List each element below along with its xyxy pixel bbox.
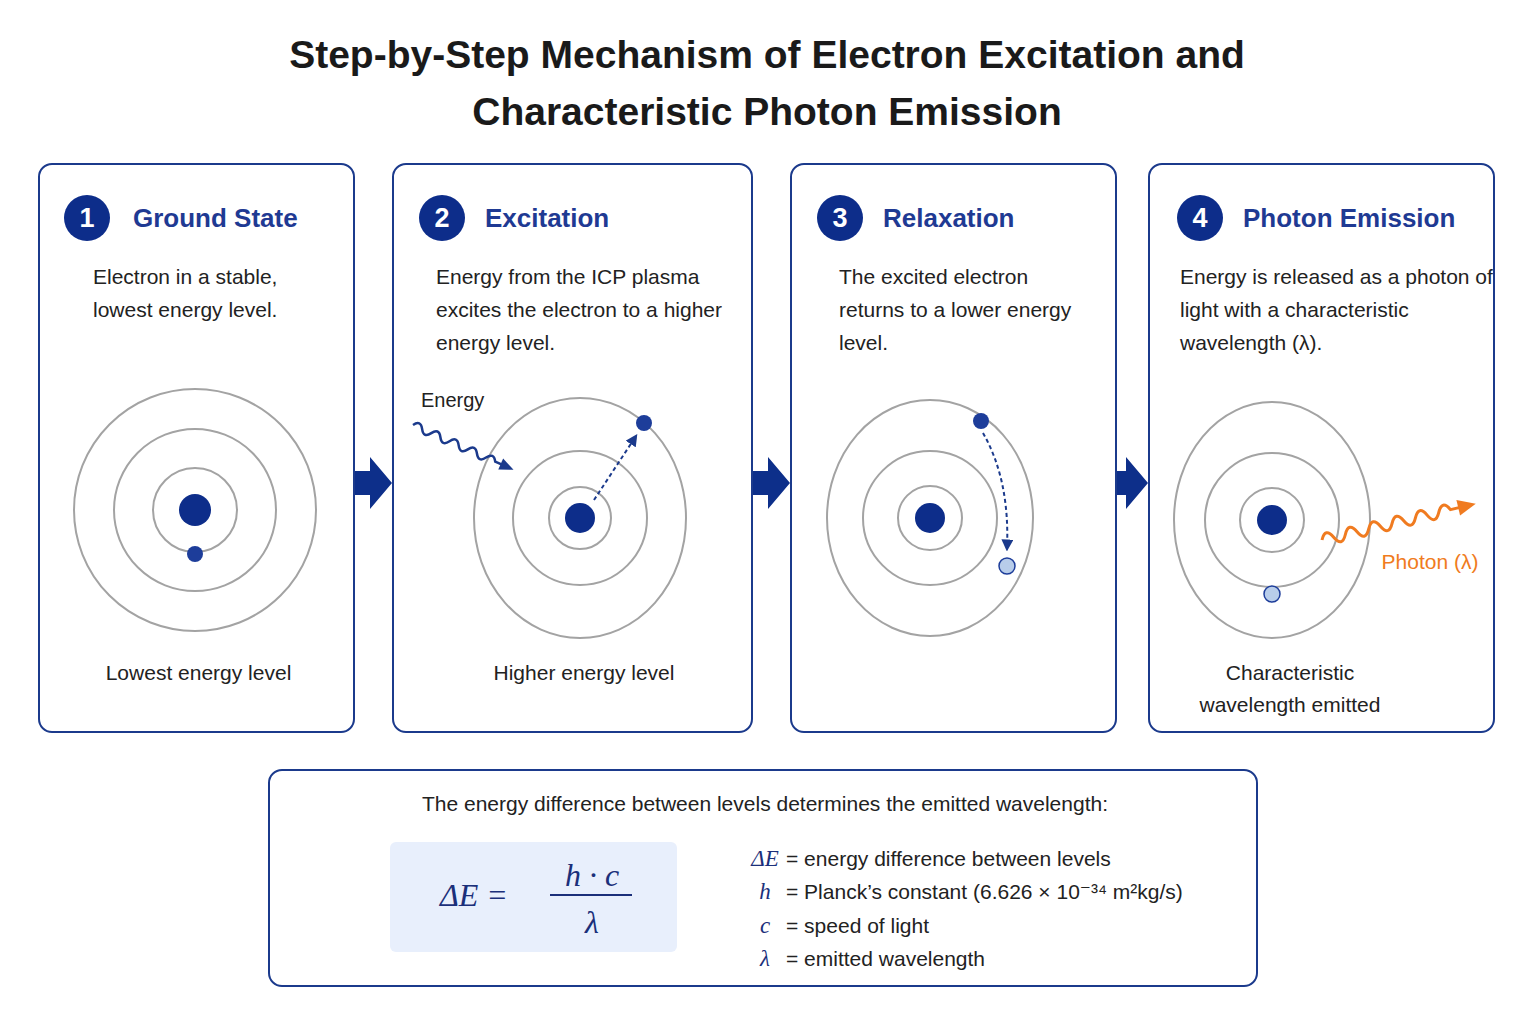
step-heading: Excitation — [485, 200, 735, 236]
step-description: The excited electron returns to a lower … — [839, 260, 1074, 359]
symbol: c — [746, 911, 784, 941]
symbol: λ — [746, 944, 784, 974]
symbol-definition: = emitted wavelength — [786, 944, 1256, 974]
symbol: ΔE — [746, 844, 784, 874]
step-heading: Photon Emission — [1243, 200, 1493, 236]
symbol: h — [746, 877, 784, 907]
excitation-jump — [594, 436, 636, 500]
electron — [636, 415, 652, 431]
formula-lhs: ΔE = — [440, 877, 550, 913]
nucleus — [565, 503, 595, 533]
arrow-head — [1456, 496, 1477, 516]
step-number: 4 — [1177, 195, 1223, 241]
atom-emission — [1174, 402, 1478, 638]
step-number: 1 — [64, 195, 110, 241]
photon-wave — [1320, 496, 1477, 548]
orbit — [114, 429, 276, 591]
orbit — [474, 398, 686, 638]
badge-circle — [1177, 195, 1223, 241]
orbit — [153, 468, 237, 552]
orbit — [898, 486, 962, 550]
symbol-definition: = energy difference between levels — [786, 844, 1256, 874]
step-panel: Ground StateElectron in a stable, lowest… — [38, 163, 355, 733]
formula-box: ΔE =h · c λ — [390, 842, 677, 952]
level-caption: Higher energy level — [484, 659, 684, 687]
step-number-badge: 4 — [1177, 195, 1223, 241]
atom-ground — [74, 389, 316, 631]
arrow-head — [498, 459, 516, 476]
step-number: 3 — [817, 195, 863, 241]
atom-relaxation — [827, 400, 1033, 636]
step-description: Energy from the ICP plasma excites the e… — [436, 260, 728, 359]
emission-caption: Characteristic wavelength emitted — [1180, 657, 1400, 721]
flow-arrow — [355, 457, 392, 509]
orbit — [1174, 402, 1370, 638]
nucleus — [179, 494, 211, 526]
step-number-badge: 2 — [419, 195, 465, 241]
orbit — [1240, 488, 1304, 552]
fraction-bar — [550, 894, 632, 896]
electron — [187, 546, 203, 562]
symbol-definition: = speed of light — [786, 911, 1256, 941]
electron — [973, 413, 989, 429]
orbit — [74, 389, 316, 631]
orbit — [1205, 453, 1339, 587]
relaxation-drop — [983, 433, 1007, 549]
step-panel: ExcitationEnergy from the ICP plasma exc… — [392, 163, 753, 733]
orbit — [863, 451, 997, 585]
badge-circle — [419, 195, 465, 241]
orbit — [549, 487, 611, 549]
wave-line — [1321, 501, 1465, 546]
photon-label: Photon (λ) — [1380, 545, 1480, 578]
step-panel: RelaxationThe excited electron returns t… — [790, 163, 1117, 733]
step-number-badge: 3 — [817, 195, 863, 241]
step-heading: Ground State — [133, 200, 383, 236]
wave-line — [411, 421, 506, 469]
energy-label: Energy — [421, 386, 521, 414]
electron-relaxed — [999, 558, 1015, 574]
step-panel: Photon EmissionEnergy is released as a p… — [1148, 163, 1495, 733]
energy-wave — [411, 420, 516, 476]
orbit — [827, 400, 1033, 636]
atom-excitation — [411, 398, 686, 638]
flow-arrow — [1117, 457, 1148, 509]
flow-arrow — [753, 457, 790, 509]
formula-numerator: h · c — [547, 857, 637, 893]
orbit — [513, 451, 647, 585]
badge-circle — [64, 195, 110, 241]
step-number-badge: 1 — [64, 195, 110, 241]
badge-circle — [817, 195, 863, 241]
nucleus — [915, 503, 945, 533]
formula-denominator: λ — [547, 904, 637, 940]
diagram-title: Step-by-Step Mechanism of Electron Excit… — [237, 26, 1297, 140]
formula-panel: The energy difference between levels det… — [268, 769, 1258, 987]
formula-intro: The energy difference between levels det… — [270, 789, 1260, 819]
step-description: Electron in a stable, lowest energy leve… — [93, 260, 333, 326]
level-caption: Lowest energy level — [40, 659, 357, 687]
step-number: 2 — [419, 195, 465, 241]
nucleus — [1257, 505, 1287, 535]
step-description: Energy is released as a photon of light … — [1180, 260, 1495, 359]
step-heading: Relaxation — [883, 200, 1133, 236]
symbol-definition: = Planck’s constant (6.626 × 10⁻³⁴ m²kg/… — [786, 877, 1256, 907]
electron-relaxed — [1264, 586, 1280, 602]
